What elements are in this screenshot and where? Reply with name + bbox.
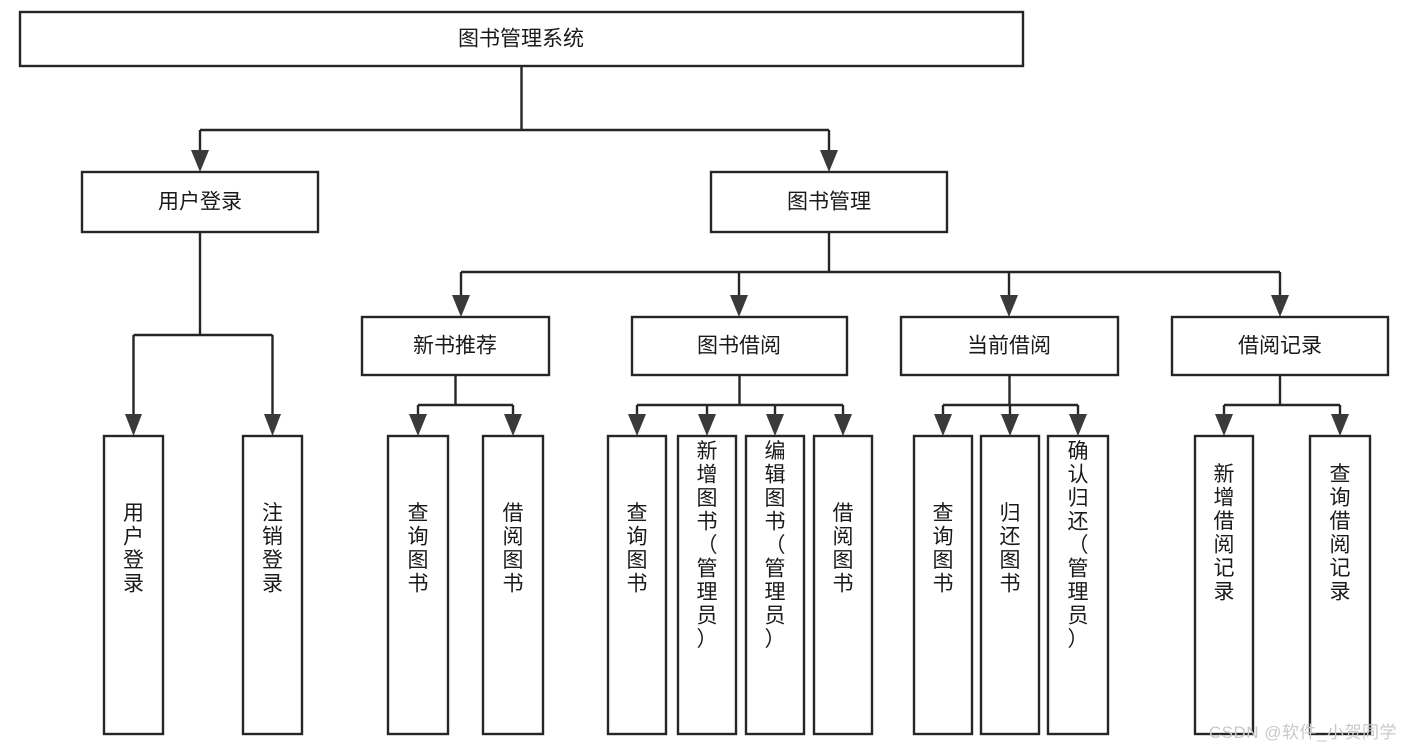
- arrow-head-leaf-query-record: [1331, 414, 1349, 436]
- arrow-head-leaf-return-book: [1001, 414, 1019, 436]
- node-new-book-recommend[interactable]: 新书推荐: [360, 315, 551, 377]
- node-book-borrow[interactable]: 图书借阅: [630, 315, 849, 377]
- arrow-head-book-manage: [820, 150, 838, 172]
- node-leaf-add-book-box[interactable]: [676, 434, 738, 736]
- node-book-manage[interactable]: 图书管理: [709, 170, 949, 234]
- arrow-head-leaf-logout-login: [264, 414, 281, 436]
- node-leaf-add-record-box[interactable]: [1193, 434, 1255, 736]
- node-current-borrow-box[interactable]: [899, 315, 1120, 377]
- node-current-borrow-label: 当前借阅: [967, 335, 1051, 358]
- node-leaf-confirm-return[interactable]: 确认归还（管理员）: [1046, 434, 1110, 736]
- node-leaf-query-book-2-label: 查询图书: [627, 502, 648, 596]
- arrow-head-leaf-query-book-1: [409, 414, 427, 436]
- node-leaf-user-login-box[interactable]: [102, 434, 165, 736]
- node-leaf-logout-login-box[interactable]: [241, 434, 304, 736]
- arrow-head-leaf-borrow-book-2: [834, 414, 852, 436]
- node-leaf-query-book-3[interactable]: 查询图书: [912, 434, 974, 736]
- node-book-manage-box[interactable]: [709, 170, 949, 234]
- node-leaf-return-book-label: 归还图书: [1000, 502, 1021, 596]
- node-leaf-borrow-book-2[interactable]: 借阅图书: [812, 434, 874, 736]
- arrow-head-leaf-edit-book: [766, 414, 784, 436]
- node-leaf-user-login-label: 用户登录: [123, 502, 144, 596]
- node-leaf-borrow-book-2-label: 借阅图书: [833, 502, 854, 596]
- node-leaf-confirm-return-box[interactable]: [1046, 434, 1110, 736]
- node-leaf-query-record[interactable]: 查询借阅记录: [1308, 434, 1372, 736]
- node-leaf-edit-book[interactable]: 编辑图书（管理员）: [744, 434, 806, 736]
- arrow-head-leaf-add-record: [1215, 414, 1233, 436]
- arrow-head-leaf-add-book: [698, 414, 716, 436]
- node-current-borrow[interactable]: 当前借阅: [899, 315, 1120, 377]
- arrow-head-borrow-record: [1271, 295, 1289, 317]
- node-user-login-box[interactable]: [80, 170, 320, 234]
- arrow-head-leaf-confirm-return: [1069, 414, 1087, 436]
- node-root-box[interactable]: [18, 10, 1025, 68]
- node-root[interactable]: 图书管理系统: [18, 10, 1025, 68]
- node-leaf-edit-book-label: 编辑图书（管理员）: [765, 440, 786, 651]
- node-leaf-borrow-book-1-label: 借阅图书: [503, 502, 524, 596]
- arrow-head-user-login: [191, 150, 209, 172]
- node-leaf-add-record[interactable]: 新增借阅记录: [1193, 434, 1255, 736]
- arrow-head-book-borrow: [730, 295, 748, 317]
- node-leaf-user-login[interactable]: 用户登录: [102, 434, 165, 736]
- node-leaf-query-record-box[interactable]: [1308, 434, 1372, 736]
- node-leaf-confirm-return-label: 确认归还（管理员）: [1068, 440, 1089, 651]
- arrow-head-leaf-borrow-book-1: [504, 414, 522, 436]
- node-book-borrow-label: 图书借阅: [697, 335, 781, 358]
- node-user-login[interactable]: 用户登录: [80, 170, 320, 234]
- node-leaf-query-book-2[interactable]: 查询图书: [606, 434, 668, 736]
- node-leaf-borrow-book-1[interactable]: 借阅图书: [481, 434, 545, 736]
- arrow-head-leaf-query-book-2: [628, 414, 646, 436]
- node-leaf-borrow-book-2-box[interactable]: [812, 434, 874, 736]
- node-leaf-logout-login-label: 注销登录: [262, 502, 283, 596]
- node-leaf-edit-book-box[interactable]: [744, 434, 806, 736]
- node-user-login-label: 用户登录: [158, 191, 242, 214]
- node-borrow-record-box[interactable]: [1170, 315, 1390, 377]
- node-leaf-return-book[interactable]: 归还图书: [979, 434, 1041, 736]
- node-book-borrow-box[interactable]: [630, 315, 849, 377]
- node-leaf-logout-login[interactable]: 注销登录: [241, 434, 304, 736]
- node-leaf-add-record-label: 新增借阅记录: [1214, 463, 1235, 604]
- node-leaf-query-book-2-box[interactable]: [606, 434, 668, 736]
- node-new-book-recommend-label: 新书推荐: [413, 335, 497, 358]
- node-leaf-query-book-3-label: 查询图书: [933, 502, 954, 596]
- node-leaf-query-book-1-box[interactable]: [386, 434, 450, 736]
- node-leaf-query-record-label: 查询借阅记录: [1330, 463, 1351, 604]
- node-leaf-borrow-book-1-box[interactable]: [481, 434, 545, 736]
- node-leaf-add-book-label: 新增图书（管理员）: [697, 440, 718, 651]
- node-leaf-add-book[interactable]: 新增图书（管理员）: [676, 434, 738, 736]
- node-leaf-query-book-3-box[interactable]: [912, 434, 974, 736]
- node-borrow-record[interactable]: 借阅记录: [1170, 315, 1390, 377]
- node-leaf-return-book-box[interactable]: [979, 434, 1041, 736]
- arrow-head-current-borrow: [1000, 295, 1018, 317]
- arrow-head-leaf-query-book-3: [934, 414, 952, 436]
- node-root-label: 图书管理系统: [458, 28, 584, 51]
- node-leaf-query-book-1-label: 查询图书: [408, 502, 429, 596]
- connector-layer: [125, 66, 1349, 436]
- node-leaf-query-book-1[interactable]: 查询图书: [386, 434, 450, 736]
- node-borrow-record-label: 借阅记录: [1238, 335, 1322, 358]
- node-book-manage-label: 图书管理: [787, 191, 871, 214]
- arrow-head-new-book-recommend: [452, 295, 470, 317]
- node-new-book-recommend-box[interactable]: [360, 315, 551, 377]
- csdn-watermark: CSDN @软件_小贺同学: [1208, 723, 1397, 742]
- arrow-head-leaf-user-login: [125, 414, 142, 436]
